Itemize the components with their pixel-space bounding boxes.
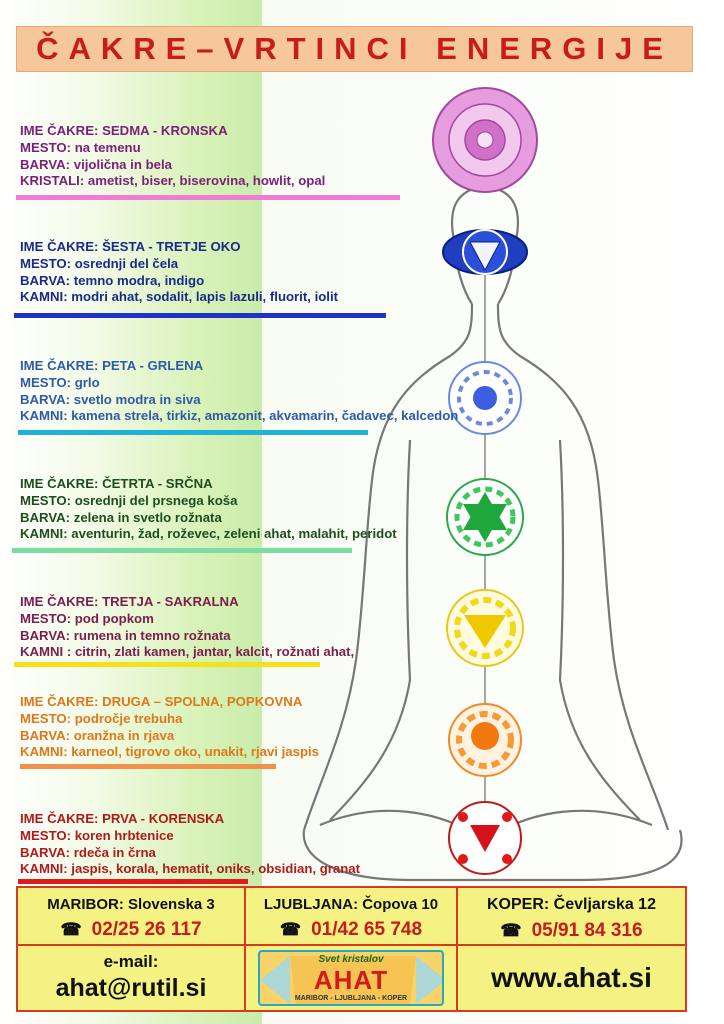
chakra-divider-2: [20, 764, 276, 769]
store-koper: KOPER: Čevljarska 12 ☎05/91 84 316: [458, 888, 685, 946]
telephone-icon: ☎: [500, 921, 522, 940]
heart-chakra-icon: [446, 478, 524, 556]
chakra-stones-line: KRISTALI: ametist, biser, biserovina, ho…: [20, 173, 326, 189]
chakra-block-4: IME ČAKRE: ČETRTA - SRČNA MESTO: osrednj…: [20, 476, 397, 543]
crystal-icon: [260, 956, 442, 1004]
logo-wordmark: AHAT: [313, 965, 389, 995]
third-eye-chakra-icon: [442, 229, 528, 275]
throat-chakra-icon: [448, 361, 522, 435]
chakra-name-line: IME ČAKRE: PRVA - KORENSKA: [20, 811, 225, 826]
telephone-icon: ☎: [279, 920, 302, 939]
website-cell: www.ahat.si: [458, 946, 685, 1010]
store-address: MARIBOR: Slovenska 3: [47, 896, 215, 913]
store-ljubljana: LJUBLJANA: Čopova 10 ☎01/42 65 748: [246, 888, 458, 946]
store-phone[interactable]: ☎05/91 84 316: [500, 920, 643, 941]
chakra-place-line: MESTO: osrednji del čela: [20, 255, 179, 271]
chakra-name-line: IME ČAKRE: SEDMA - KRONSKA: [20, 123, 228, 138]
chakra-place-line: MESTO: koren hrbtenice: [20, 827, 174, 843]
telephone-icon: ☎: [60, 920, 82, 939]
chakra-block-6: IME ČAKRE: ŠESTA - TRETJE OKO MESTO: osr…: [20, 239, 338, 306]
contact-footer: MARIBOR: Slovenska 3 ☎02/25 26 117 LJUBL…: [16, 886, 687, 1012]
chakra-place-line: MESTO: pod popkom: [20, 610, 154, 626]
logo-tagline: Svet kristalov: [318, 954, 384, 965]
logo-cities: MARIBOR - LJUBLJANA - KOPER: [294, 995, 408, 1002]
chakra-block-7: IME ČAKRE: SEDMA - KRONSKA MESTO: na tem…: [20, 123, 325, 190]
store-phone[interactable]: ☎01/42 65 748: [279, 919, 423, 940]
chakra-stones-line: KAMNI: karneol, tigrovo oko, unakit, rja…: [20, 744, 320, 760]
email-link[interactable]: ahat@rutil.si: [55, 974, 207, 1002]
crown-chakra-icon: [432, 87, 538, 193]
logo-cell: Svet kristalov AHAT MARIBOR - LJUBLJANA …: [246, 946, 458, 1010]
chakra-block-2: IME ČAKRE: DRUGA – SPOLNA, POPKOVNA MEST…: [20, 694, 319, 761]
chakra-divider-7: [16, 195, 400, 200]
chakra-color-line: BARVA: temno modra, indigo: [20, 272, 205, 288]
email-cell: e-mail: ahat@rutil.si: [18, 946, 246, 1010]
meditating-figure-illustration: [302, 87, 683, 882]
chakra-stones-line: KAMNI: aventurin, žad, roževec, zeleni a…: [20, 526, 397, 542]
chakra-color-line: BARVA: rdeča in črna: [20, 844, 156, 860]
chakra-color-line: BARVA: oranžna in rjava: [20, 727, 175, 743]
chakra-divider-6: [14, 313, 386, 318]
store-address: KOPER: Čevljarska 12: [487, 896, 656, 913]
chakra-name-line: IME ČAKRE: DRUGA – SPOLNA, POPKOVNA: [20, 694, 303, 709]
root-chakra-icon: [448, 801, 522, 875]
email-label: e-mail:: [103, 952, 159, 971]
chakra-divider-5: [18, 430, 368, 435]
chakra-color-line: BARVA: rumena in temno rožnata: [20, 627, 231, 643]
chakra-place-line: MESTO: osrednji del prsnega koša: [20, 492, 238, 508]
chakra-divider-4: [12, 548, 352, 553]
page-title: ČAKRE–VRTINCI ENERGIJE: [36, 31, 673, 66]
chakra-place-line: MESTO: grlo: [20, 374, 100, 390]
website-link[interactable]: www.ahat.si: [491, 962, 652, 993]
ahat-logo: Svet kristalov AHAT MARIBOR - LJUBLJANA …: [258, 950, 444, 1006]
chakra-stones-line: KAMNI: modri ahat, sodalit, lapis lazuli…: [20, 289, 339, 305]
chakra-place-line: MESTO: na temenu: [20, 139, 141, 155]
chakra-stones-line: KAMNI: jaspis, korala, hematit, oniks, o…: [20, 861, 361, 877]
chakra-block-3: IME ČAKRE: TRETJA - SAKRALNA MESTO: pod …: [20, 594, 354, 661]
store-address: LJUBLJANA: Čopova 10: [263, 896, 439, 913]
chakra-color-line: BARVA: vijolična in bela: [20, 156, 172, 172]
chakra-place-line: MESTO: področje trebuha: [20, 710, 183, 726]
chakra-divider-3: [14, 662, 320, 667]
chakra-name-line: IME ČAKRE: PETA - GRLENA: [20, 358, 204, 373]
chakra-name-line: IME ČAKRE: ČETRTA - SRČNA: [20, 476, 213, 491]
chakra-name-line: IME ČAKRE: ŠESTA - TRETJE OKO: [20, 239, 241, 254]
chakra-block-5: IME ČAKRE: PETA - GRLENA MESTO: grlo BAR…: [20, 358, 458, 425]
chakra-block-1: IME ČAKRE: PRVA - KORENSKA MESTO: koren …: [20, 811, 360, 878]
chakra-stones-line: KAMNI: kamena strela, tirkiz, amazonit, …: [20, 408, 459, 424]
title-banner: ČAKRE–VRTINCI ENERGIJE: [16, 26, 693, 72]
store-phone[interactable]: ☎02/25 26 117: [60, 919, 202, 940]
chakra-color-line: BARVA: zelena in svetlo rožnata: [20, 509, 222, 525]
chakra-stones-line: KAMNI : citrin, zlati kamen, jantar, kal…: [20, 644, 355, 660]
solar-plexus-chakra-icon: [446, 589, 524, 667]
sacral-chakra-icon: [448, 703, 522, 777]
chakra-name-line: IME ČAKRE: TRETJA - SAKRALNA: [20, 594, 239, 609]
chakra-color-line: BARVA: svetlo modra in siva: [20, 391, 201, 407]
store-maribor: MARIBOR: Slovenska 3 ☎02/25 26 117: [18, 888, 246, 946]
chakra-divider-1: [18, 879, 248, 884]
